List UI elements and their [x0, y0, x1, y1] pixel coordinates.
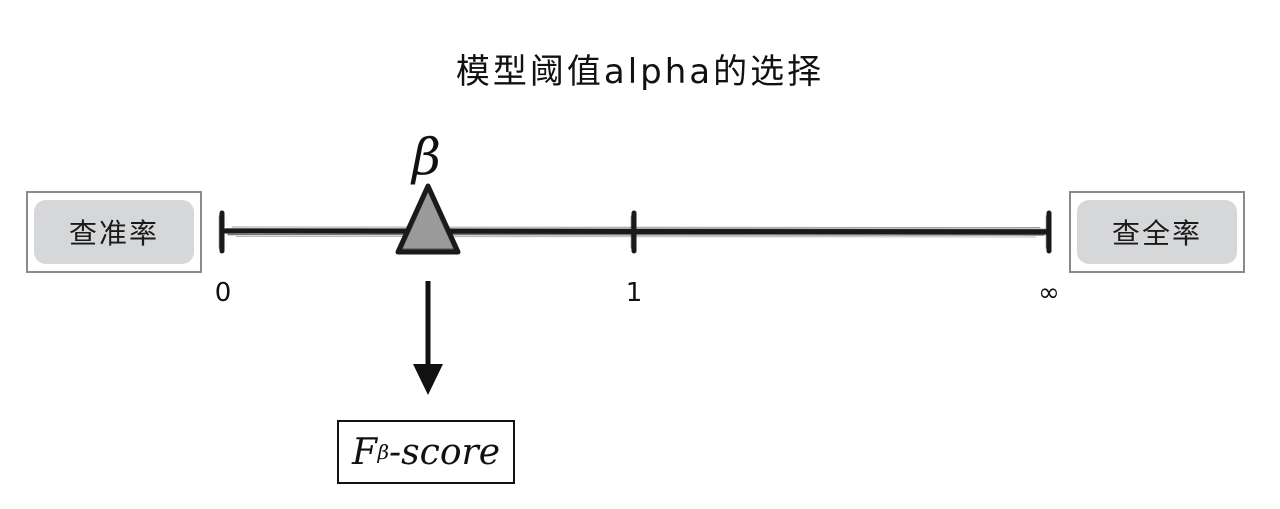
triangle-marker-icon	[395, 183, 461, 255]
arrow-down-icon	[413, 281, 443, 395]
f-beta-main: F	[351, 431, 378, 473]
precision-label: 查准率	[34, 200, 194, 264]
diagram-title: 模型阈值alpha的选择	[455, 52, 825, 92]
recall-label: 查全率	[1077, 200, 1237, 264]
f-beta-suffix: -score	[389, 431, 501, 473]
beta-label: β	[412, 128, 441, 186]
axis-tick-1	[630, 210, 637, 254]
axis-tick-0	[218, 210, 225, 254]
axis-tick-infinity	[1045, 210, 1052, 254]
tick-label-0: 0	[214, 278, 232, 308]
tick-label-1: 1	[625, 278, 643, 308]
tick-label-infinity: ∞	[1038, 278, 1060, 308]
f-beta-subscript: β	[377, 440, 390, 464]
recall-box: 查全率	[1069, 191, 1245, 273]
precision-box: 查准率	[26, 191, 202, 273]
